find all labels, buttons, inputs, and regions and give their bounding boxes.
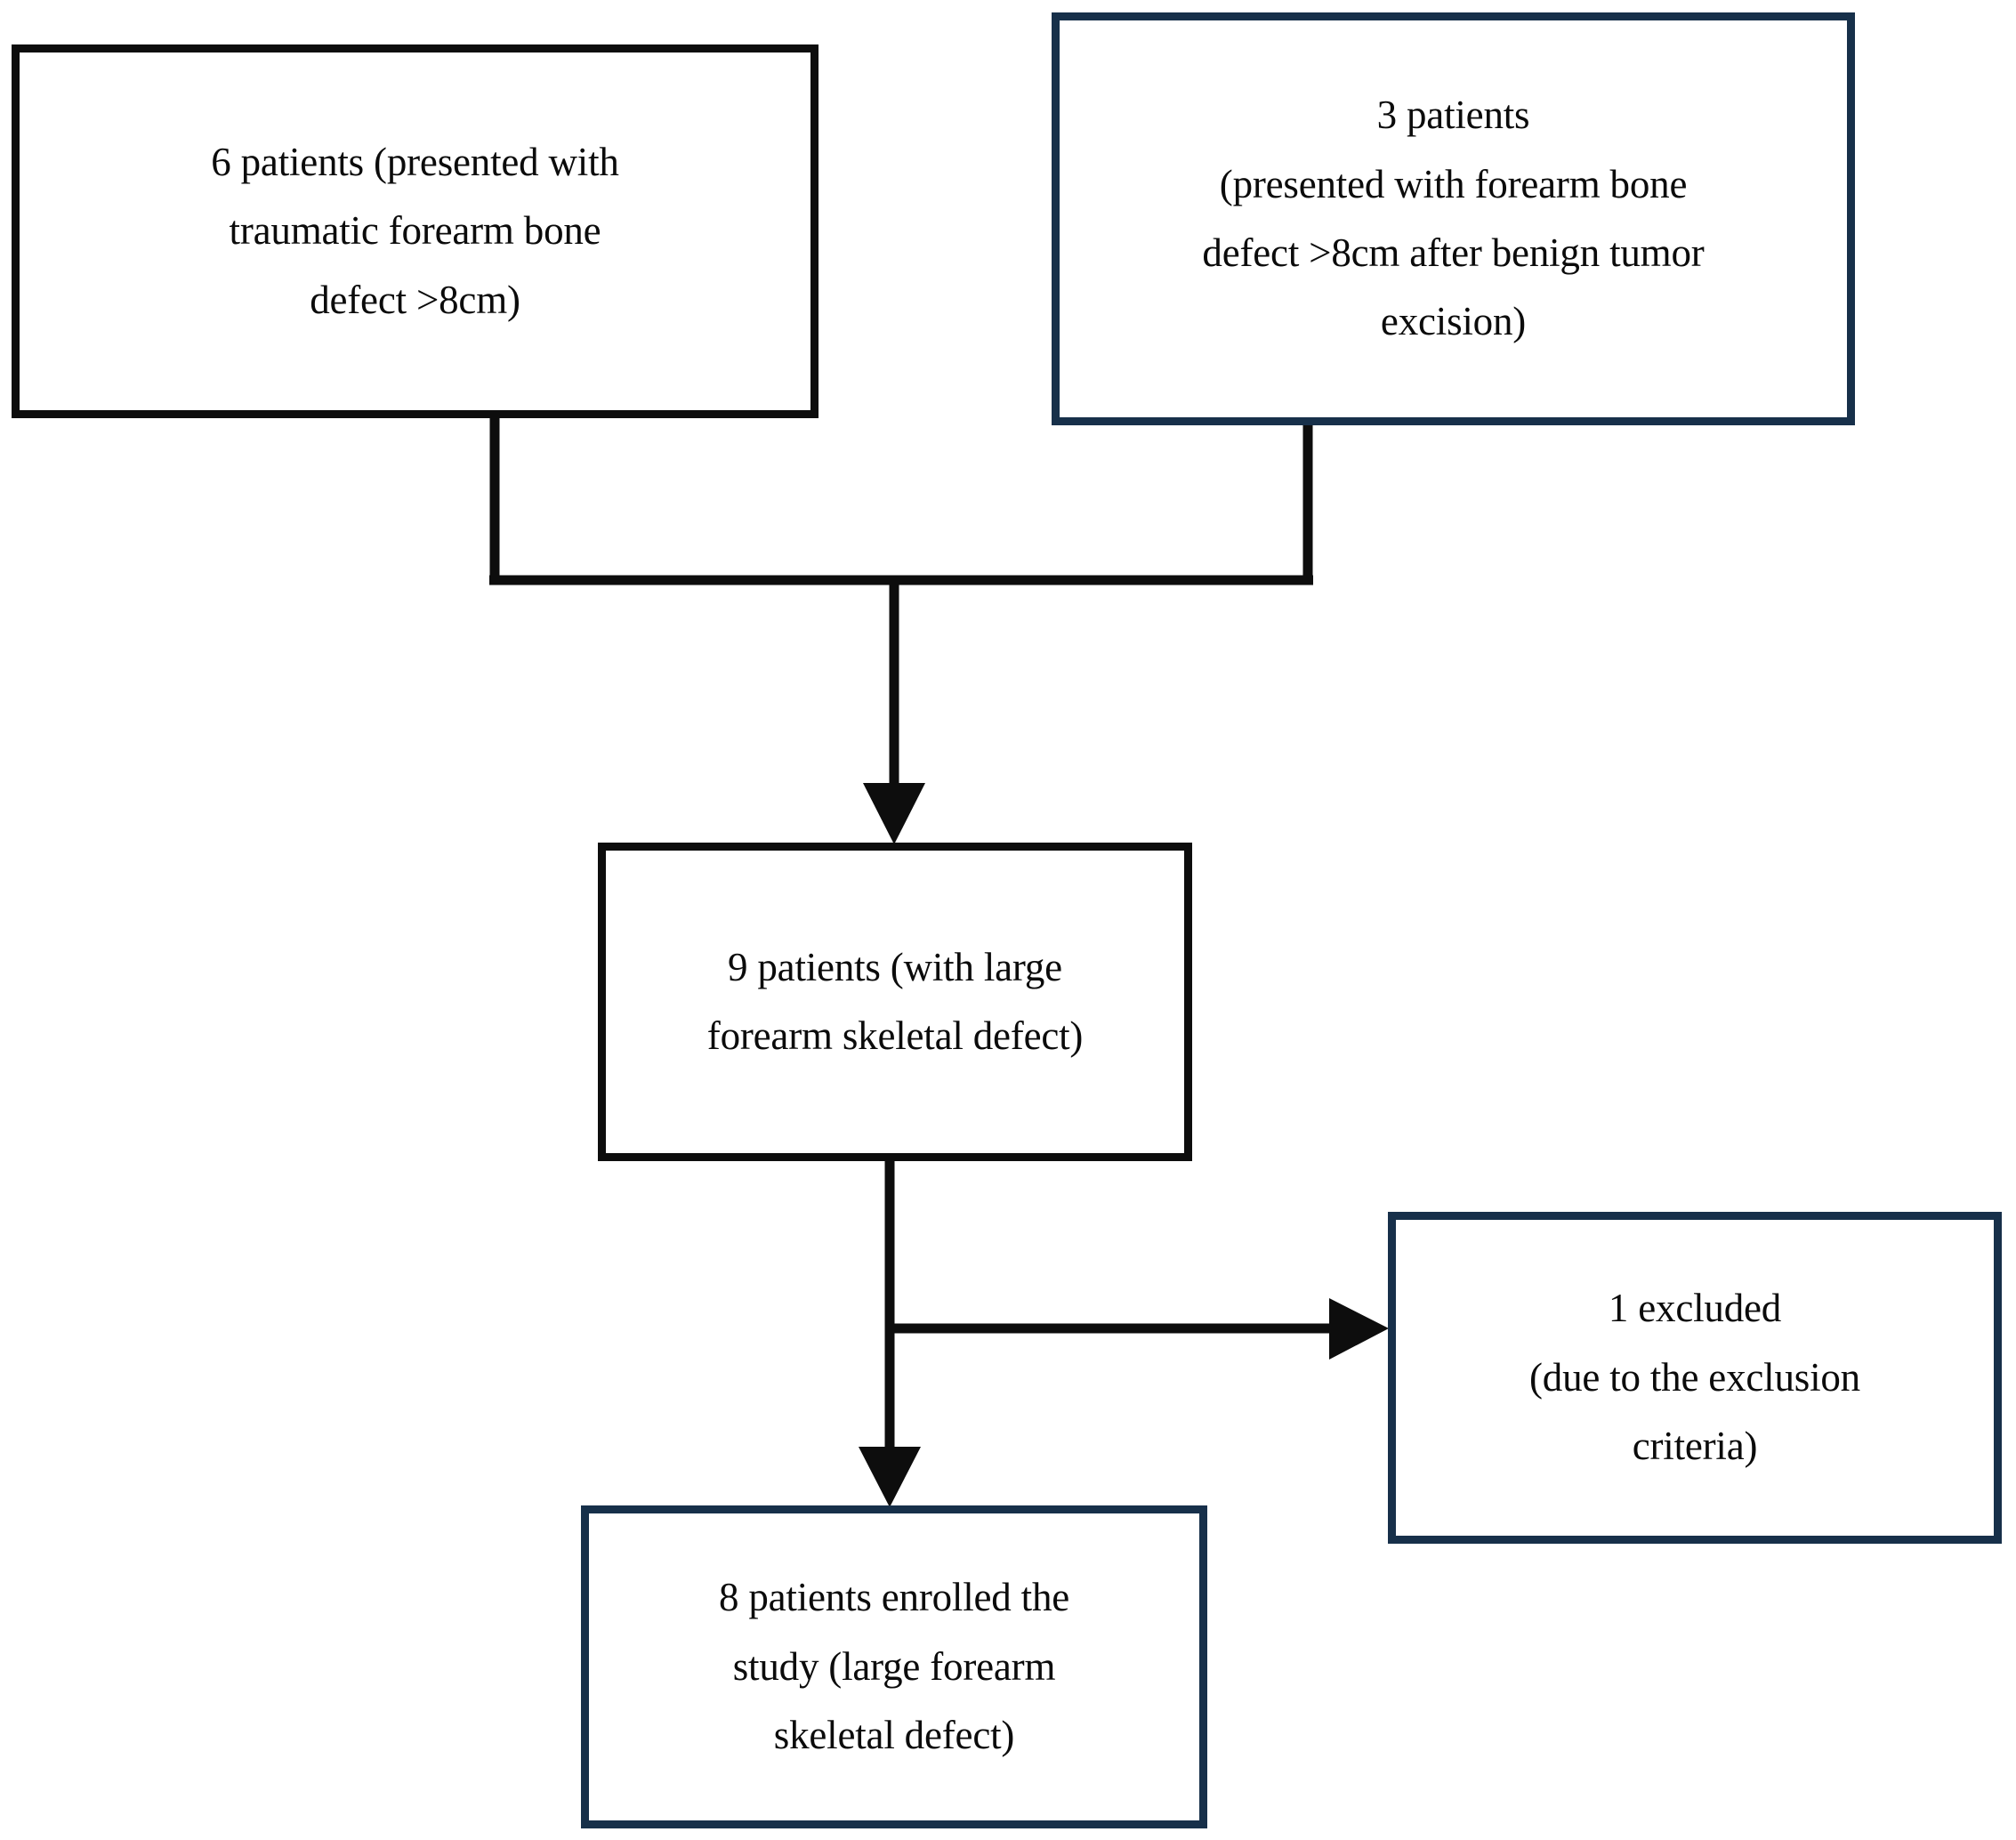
- node-tumor-excision-label: 3 patients (presented with forearm bone …: [1202, 93, 1705, 344]
- node-traumatic-defect-label: 6 patients (presented with traumatic for…: [211, 139, 619, 322]
- connector-nine-to-enrolled: [859, 1161, 921, 1507]
- node-traumatic-defect: 6 patients (presented with traumatic for…: [12, 44, 818, 418]
- arrowhead-down-icon: [859, 1447, 921, 1507]
- node-tumor-excision: 3 patients (presented with forearm bone …: [1052, 12, 1855, 425]
- node-excluded: 1 excluded (due to the exclusion criteri…: [1388, 1212, 2002, 1544]
- node-excluded-label: 1 excluded (due to the exclusion criteri…: [1529, 1286, 1860, 1469]
- node-nine-patients-label: 9 patients (with large forearm skeletal …: [706, 944, 1084, 1058]
- node-enrolled: 8 patients enrolled the study (large for…: [581, 1505, 1207, 1828]
- connector-nine-to-excluded: [890, 1298, 1389, 1360]
- arrowhead-down-icon: [863, 783, 925, 844]
- node-enrolled-label: 8 patients enrolled the study (large for…: [718, 1575, 1070, 1758]
- node-nine-patients: 9 patients (with large forearm skeletal …: [598, 843, 1192, 1161]
- arrowhead-right-icon: [1329, 1298, 1389, 1360]
- connector-merge-to-nine: [863, 580, 925, 844]
